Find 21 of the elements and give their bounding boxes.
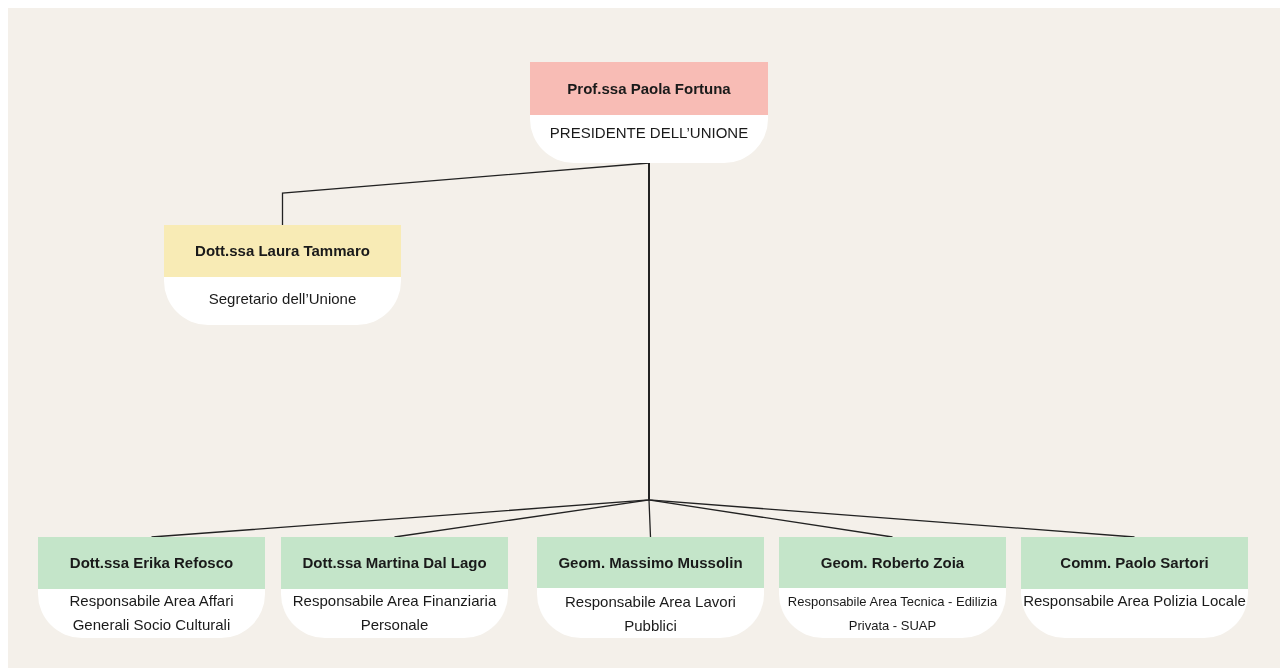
- role-title: Responsabile Area Affari Generali Socio Culturali: [68, 591, 235, 635]
- role-title: Segretario dell’Unione: [208, 289, 357, 309]
- person-name: Dott.ssa Erika Refosco: [69, 553, 234, 573]
- org-card: [281, 537, 508, 638]
- role-title: Responsabile Area Lavori Pubblici: [564, 592, 737, 636]
- org-card: [537, 537, 764, 638]
- role-title: Responsabile Area Tecnica - Edilizia Privata - SUAP: [786, 593, 999, 635]
- person-name: Dott.ssa Martina Dal Lago: [302, 553, 487, 573]
- role-title: Responsabile Area Polizia Locale: [1023, 591, 1246, 611]
- role-title: PRESIDENTE DELL’UNIONE: [549, 123, 749, 143]
- org-card: [38, 537, 265, 638]
- org-card: [164, 225, 401, 325]
- org-card: [530, 62, 768, 163]
- person-name: Dott.ssa Laura Tammaro: [195, 241, 370, 261]
- person-name: Comm. Paolo Sartori: [1060, 553, 1209, 573]
- person-name: Geom. Massimo Mussolin: [558, 552, 743, 573]
- person-name: Geom. Roberto Zoia: [820, 552, 965, 573]
- org-card: [1021, 537, 1248, 638]
- org-card: [779, 537, 1006, 638]
- role-title: Responsabile Area Finanziaria Personale: [291, 591, 498, 635]
- person-name: Prof.ssa Paola Fortuna: [567, 78, 731, 99]
